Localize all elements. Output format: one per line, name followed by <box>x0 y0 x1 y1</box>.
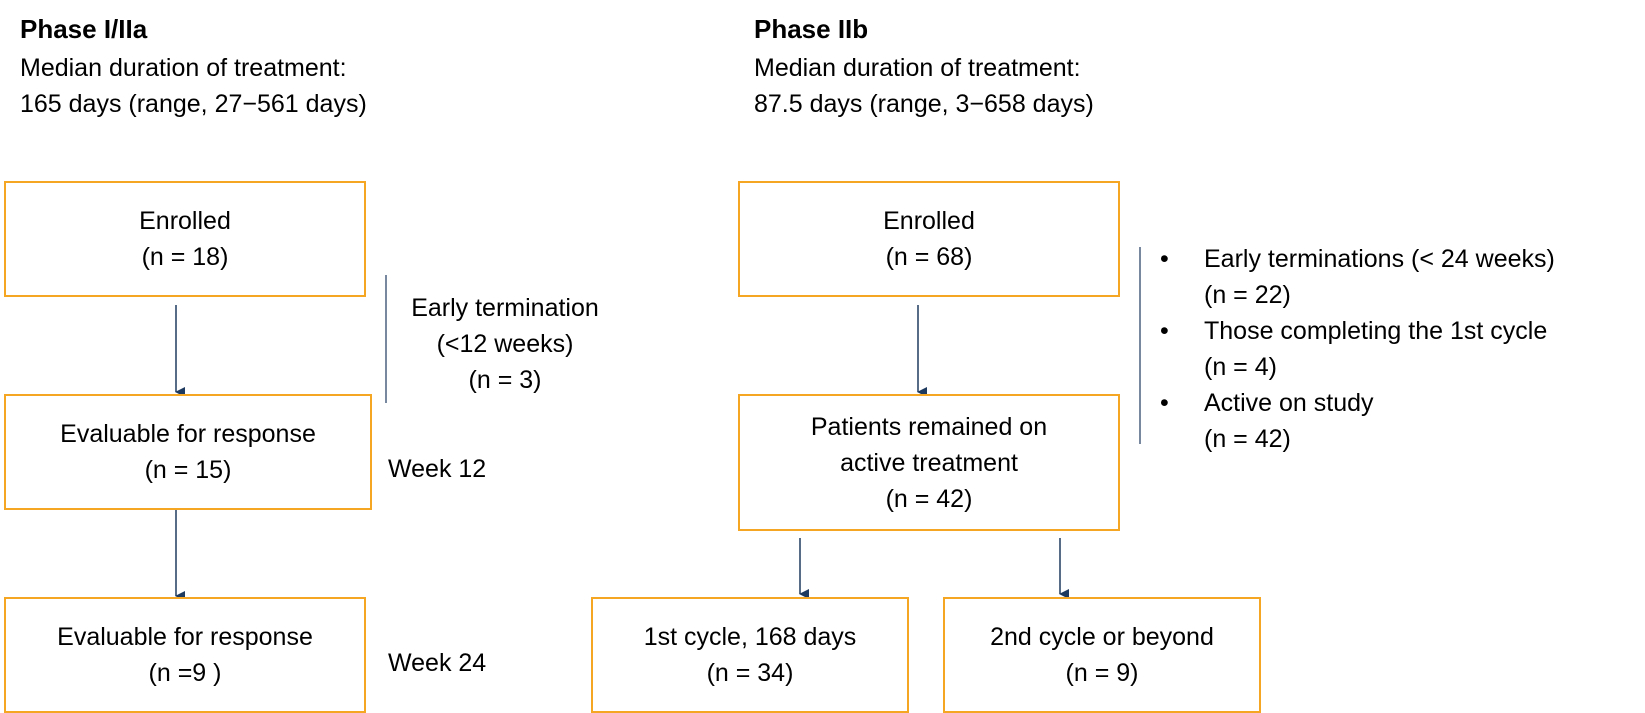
box-label-line-1: Patients remained on <box>810 412 1048 441</box>
list-item: • Early terminations (< 24 weeks) (n = 2… <box>1160 241 1634 313</box>
box-evaluable-week12: Evaluable for response (n = 15) <box>4 394 372 510</box>
box-label: 2nd cycle or beyond <box>990 623 1214 651</box>
box-label-line-2: active treatment <box>840 448 1018 477</box>
list-item-count: (n = 42) <box>1204 425 1291 453</box>
phase-1-2a-duration-value: 165 days (range, 27−561 days) <box>20 90 367 118</box>
box-label: 1st cycle, 168 days <box>643 623 857 651</box>
box-count: (n = 9) <box>1065 659 1139 687</box>
list-item-count: (n = 4) <box>1204 353 1277 381</box>
box-label: Evaluable for response <box>57 623 313 651</box>
phase-2b-status-list: • Early terminations (< 24 weeks) (n = 2… <box>1160 241 1634 457</box>
early-termination-label: Early termination (<12 weeks) (n = 3) <box>390 290 620 398</box>
list-item: • Active on study (n = 42) <box>1160 385 1634 457</box>
termination-count: (n = 3) <box>468 366 542 394</box>
list-item-label: Early terminations (< 24 weeks) <box>1204 245 1555 273</box>
box-enrolled-right: Enrolled (n = 68) <box>738 181 1120 297</box>
box-label: Enrolled <box>139 207 231 235</box>
box-evaluable-week24: Evaluable for response (n =9 ) <box>4 597 366 713</box>
phase-2b-duration-label: Median duration of treatment: <box>754 54 1081 82</box>
box-count: (n = 18) <box>141 243 229 271</box>
box-count: (n = 15) <box>144 456 232 484</box>
box-count: (n = 68) <box>885 243 973 271</box>
phase-1-2a-title: Phase I/IIa <box>20 14 148 44</box>
termination-line-2: (<12 weeks) <box>436 330 574 358</box>
phase-2b-title: Phase IIb <box>754 14 869 44</box>
list-item-count: (n = 22) <box>1204 281 1291 309</box>
box-count: (n = 34) <box>706 659 794 687</box>
list-item-label: Active on study <box>1204 389 1374 417</box>
bullet-icon: • <box>1160 317 1169 345</box>
list-item: • Those completing the 1st cycle (n = 4) <box>1160 313 1634 385</box>
week-12-label: Week 12 <box>388 455 487 483</box>
box-enrolled-left: Enrolled (n = 18) <box>4 181 366 297</box>
box-second-cycle: 2nd cycle or beyond (n = 9) <box>943 597 1261 713</box>
box-active-treatment: Patients remained on active treatment (n… <box>738 394 1120 531</box>
box-label: Enrolled <box>883 207 975 235</box>
box-count: (n =9 ) <box>148 659 222 687</box>
box-first-cycle: 1st cycle, 168 days (n = 34) <box>591 597 909 713</box>
termination-line-1: Early termination <box>411 294 599 322</box>
bullet-icon: • <box>1160 245 1169 273</box>
box-count: (n = 42) <box>885 484 973 513</box>
bullet-icon: • <box>1160 389 1169 417</box>
box-label: Evaluable for response <box>60 420 316 448</box>
phase-1-2a-duration-label: Median duration of treatment: <box>20 54 347 82</box>
list-item-label: Those completing the 1st cycle <box>1204 317 1548 345</box>
phase-2b-duration-value: 87.5 days (range, 3−658 days) <box>754 90 1094 118</box>
week-24-label: Week 24 <box>388 649 487 677</box>
